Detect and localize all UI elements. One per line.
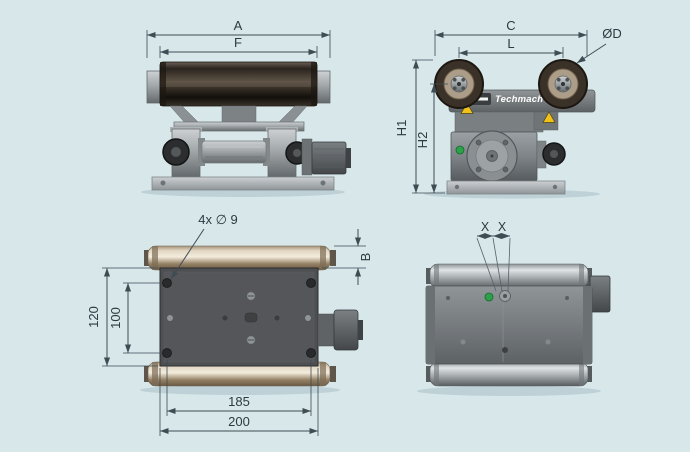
- roller-support-frame: [169, 105, 308, 132]
- shadow: [140, 385, 340, 395]
- dim-c: C: [434, 18, 588, 56]
- dim-l: L: [458, 36, 564, 58]
- dim-label-185: 185: [228, 394, 250, 409]
- warning-icon: [542, 111, 556, 123]
- dim-b: B: [322, 229, 373, 285]
- mounting-hole: [162, 348, 172, 358]
- dim-label-100: 100: [108, 307, 123, 329]
- base-plate-side: [446, 180, 566, 195]
- dim-x-pair: X X: [476, 220, 511, 292]
- front-view: A F: [141, 18, 351, 197]
- roller-top-plan: [144, 245, 336, 271]
- dim-200: 200: [159, 368, 319, 436]
- dim-label-f: F: [234, 35, 242, 50]
- hole-callout: 4x ∅ 9: [170, 212, 238, 280]
- dim-label-120: 120: [86, 306, 101, 328]
- dim-185: 185: [166, 360, 312, 416]
- mounting-hole: [306, 278, 316, 288]
- mounting-hole: [162, 278, 172, 288]
- dim-f: F: [159, 35, 318, 58]
- dim-a: A: [146, 18, 331, 58]
- mounting-plate: [159, 267, 319, 367]
- hole-callout-label: 4x ∅ 9: [198, 212, 238, 227]
- dim-h1: H1: [394, 59, 445, 194]
- side-view: Techmach: [394, 18, 622, 199]
- motor-plan: [317, 309, 363, 351]
- housing-rear: [425, 285, 593, 365]
- dim-120: 120: [86, 267, 158, 367]
- base-plate-front: [151, 176, 335, 191]
- dim-label-c: C: [506, 18, 515, 33]
- indicator-led: [455, 145, 465, 155]
- dim-label-diameter-d: ØD: [602, 26, 622, 41]
- dim-label-b: B: [358, 253, 373, 262]
- dim-100: 100: [108, 282, 162, 354]
- dim-label-h2: H2: [415, 132, 430, 149]
- brand-logo-text: Techmach: [495, 94, 543, 105]
- dim-diameter-d: ØD: [576, 26, 622, 64]
- mounting-hole: [306, 348, 316, 358]
- dim-label-h1: H1: [394, 120, 409, 137]
- dim-label-l: L: [507, 36, 514, 51]
- roller-wheel-right: [538, 59, 588, 109]
- rear-view: X X: [417, 220, 611, 396]
- dim-label-x-left: X: [481, 220, 490, 234]
- shadow: [417, 386, 601, 396]
- roller-front: [146, 61, 331, 107]
- indicator-led: [484, 292, 494, 302]
- dim-label-a: A: [234, 18, 243, 33]
- motor-front: [301, 138, 351, 176]
- dim-h2: H2: [415, 83, 448, 193]
- plan-view: 4x ∅ 9 B 120 100 185 200: [86, 212, 373, 436]
- dim-label-x-right: X: [498, 220, 507, 234]
- roller-bottom-rear: [426, 361, 592, 387]
- dim-label-200: 200: [228, 414, 250, 429]
